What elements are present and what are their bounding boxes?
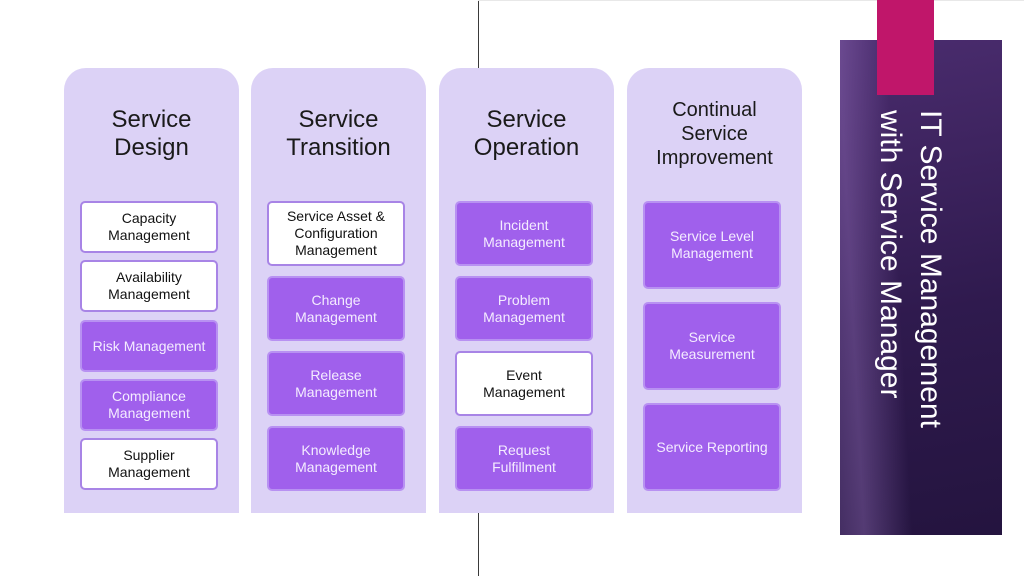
slide-title: IT Service Management with Service Manag… [874,110,947,428]
process-box: Request Fulfillment [455,426,593,491]
process-box: Capacity Management [80,201,218,253]
process-box: Release Management [267,351,405,416]
process-box: Service Asset & Configuration Management [267,201,405,266]
title-panel: IT Service Management with Service Manag… [840,40,1002,535]
process-box: Service Level Management [643,201,781,289]
process-box: Service Measurement [643,302,781,390]
accent-tab [877,0,934,95]
top-divider-line [478,0,1024,1]
process-box: Change Management [267,276,405,341]
process-box: Compliance Management [80,379,218,431]
process-box: Knowledge Management [267,426,405,491]
column-title: Service Design [111,106,192,161]
column-title: Service Operation [473,106,580,161]
column-title: Service Transition [286,106,391,161]
process-box: Event Management [455,351,593,416]
process-box: Availability Management [80,260,218,312]
process-box: Service Reporting [643,403,781,491]
process-box: Risk Management [80,320,218,372]
process-box: Problem Management [455,276,593,341]
column-title: Continual Service Improvement [656,99,773,169]
process-box: Supplier Management [80,438,218,490]
process-box: Incident Management [455,201,593,266]
